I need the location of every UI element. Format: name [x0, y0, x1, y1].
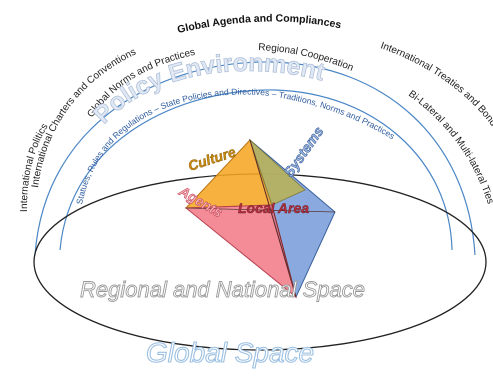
- pyramid: [184, 138, 336, 299]
- global-agenda-label: Global Agenda and Compliances: [176, 12, 342, 35]
- local-area-label: Local Area: [238, 200, 309, 216]
- systems-label: Systems: [280, 123, 326, 180]
- international-charters-label: International Charters and Conventions: [30, 47, 138, 189]
- global-space-label: Global Space: [146, 337, 314, 368]
- culture-systems-overlap: [249, 138, 306, 206]
- regional-national-space-label: Regional and National Space: [80, 277, 365, 302]
- outer-blue-arc: [34, 61, 476, 256]
- inner-blue-arc: [59, 89, 453, 251]
